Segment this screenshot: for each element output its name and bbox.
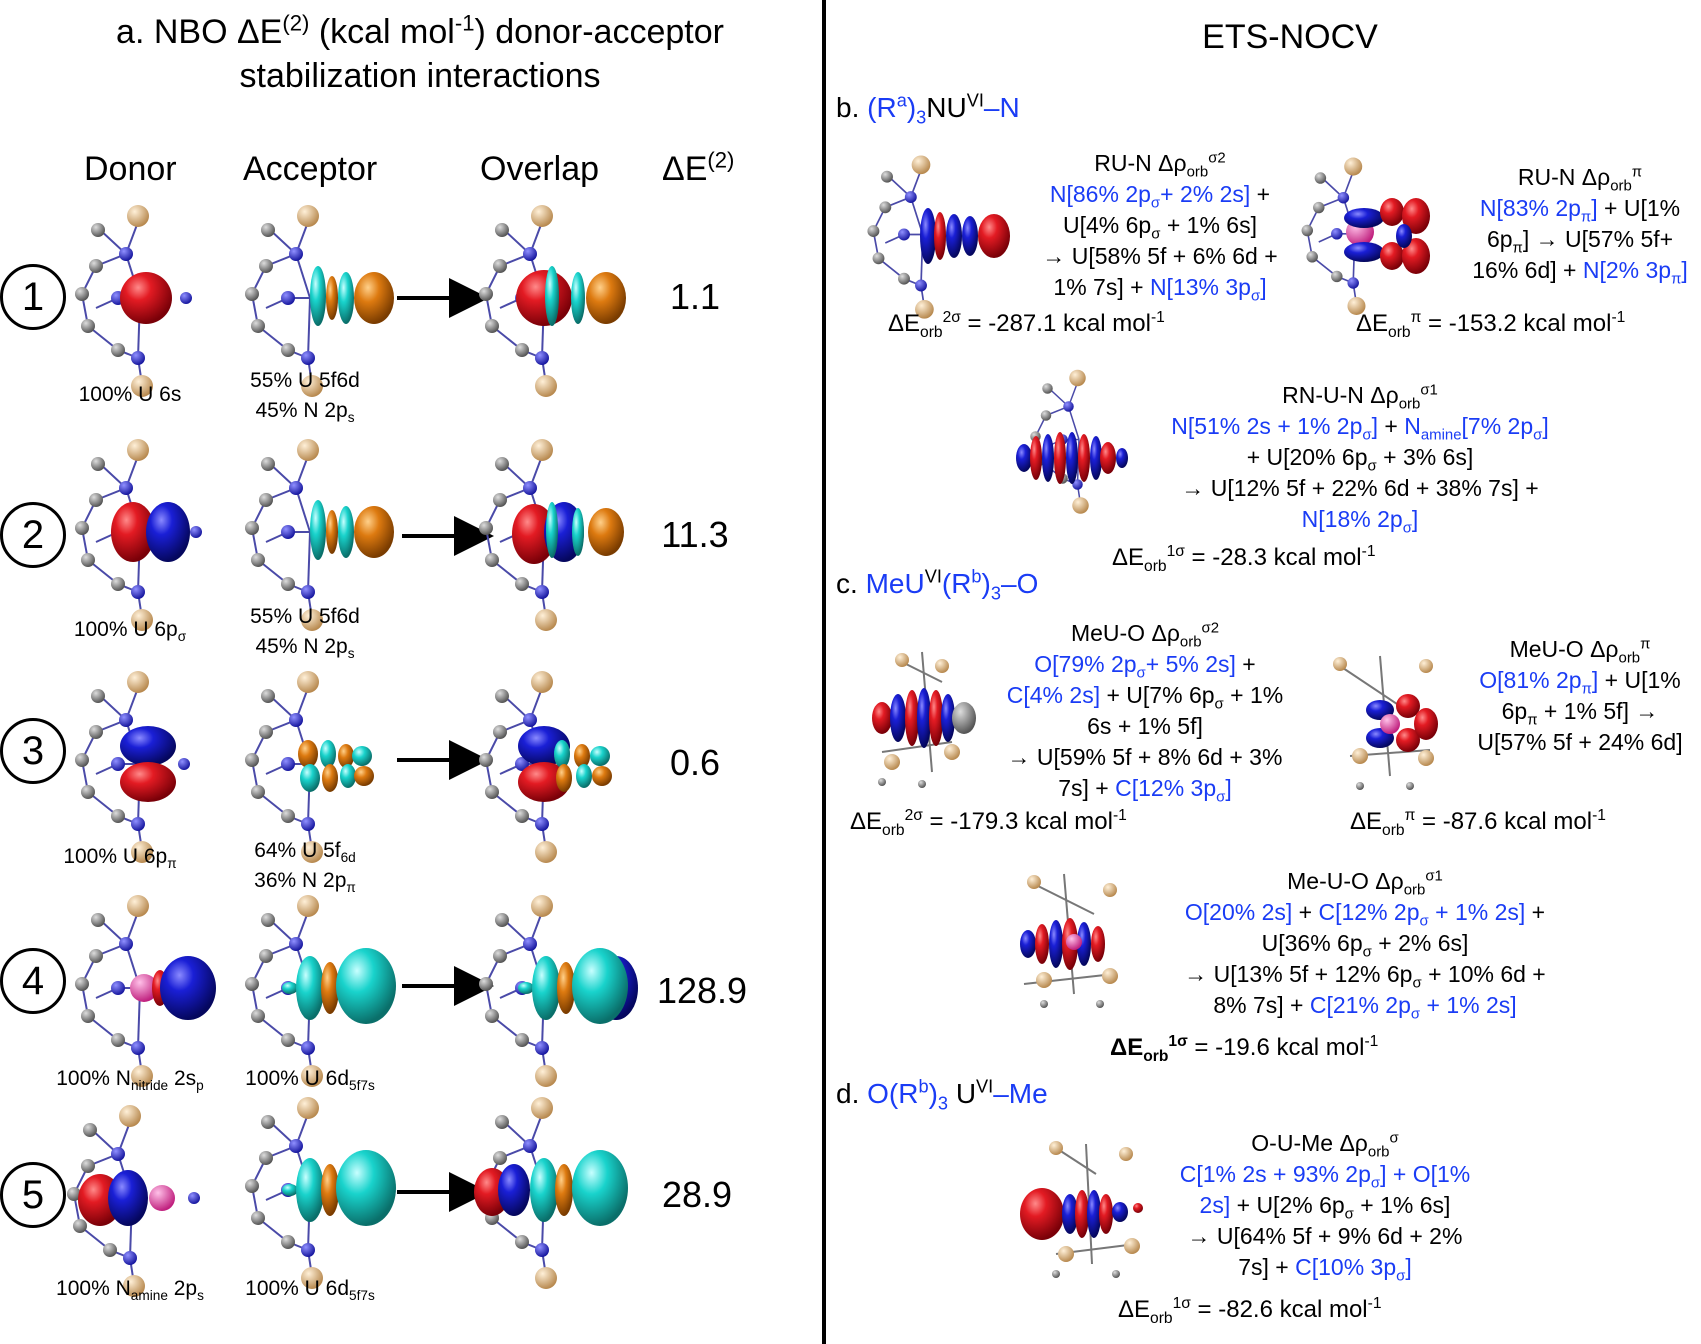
row-number-4: 4 bbox=[0, 948, 66, 1014]
row-number-2: 2 bbox=[0, 502, 66, 568]
section-c-title: c. MeUVI(Rb)3–O bbox=[836, 566, 1039, 604]
donor-orbital-4 bbox=[74, 894, 216, 1088]
donor-label-4: 100% Nnitride 2sp bbox=[56, 1067, 204, 1094]
column-header-overlap: Overlap bbox=[480, 150, 600, 188]
nocv-orbital-d1 bbox=[1020, 1141, 1143, 1278]
acceptor-orbital-4 bbox=[244, 894, 396, 1088]
nocv-description-c2: MeU-O Δρorbπ O[81% 2pπ] + U[1% 6pπ + 1% … bbox=[1477, 635, 1683, 755]
nocv-energy-d1: ΔEorb1σ = -82.6 kcal mol-1 bbox=[1118, 1295, 1382, 1327]
delta-e-value-3: 0.6 bbox=[669, 742, 721, 783]
nocv-energy-b1: ΔEorb2σ = -287.1 kcal mol-1 bbox=[888, 309, 1165, 341]
nocv-description-c3: Me-U-O Δρorbσ1 O[20% 2s] + C[12% 2pσ + 1… bbox=[1184, 867, 1546, 1023]
overlap-orbital-3 bbox=[478, 670, 612, 864]
donor-orbital-3 bbox=[74, 670, 190, 864]
donor-label-2: 100% U 6pσ bbox=[73, 618, 187, 645]
nocv-energy-c3: ΔEorb1σ = -19.6 kcal mol-1 bbox=[1110, 1033, 1379, 1065]
column-header-acceptor: Acceptor bbox=[243, 150, 378, 188]
overlap-orbital-5 bbox=[474, 1096, 628, 1290]
overlap-orbital-2 bbox=[478, 438, 624, 632]
acceptor-orbital-1 bbox=[244, 204, 394, 398]
nocv-orbital-c2 bbox=[1333, 655, 1438, 790]
donor-orbital-1 bbox=[74, 204, 192, 398]
nocv-orbital-b2 bbox=[1300, 156, 1430, 316]
nocv-description-c1: MeU-O Δρorbσ2 O[79% 2pσ+ 5% 2s] + C[4% 2… bbox=[1006, 619, 1284, 806]
donor-orbital-5 bbox=[66, 1104, 200, 1298]
delta-e-value-2: 11.3 bbox=[661, 514, 729, 555]
arrow-1 bbox=[397, 278, 489, 318]
acceptor-orbital-5 bbox=[244, 1096, 396, 1290]
arrow-2 bbox=[402, 516, 494, 556]
nocv-energy-c1: ΔEorb2σ = -179.3 kcal mol-1 bbox=[850, 807, 1127, 839]
arrow-3 bbox=[397, 740, 489, 780]
nocv-orbital-b1 bbox=[866, 154, 1010, 320]
acceptor-orbital-3 bbox=[244, 670, 374, 864]
panel-a-title: a. NBO ΔE(2) (kcal mol-1) donor-acceptor… bbox=[116, 10, 724, 95]
nocv-description-b2: RU-N Δρorbπ N[83% 2pπ] + U[1% 6pπ] → U[5… bbox=[1472, 163, 1688, 288]
row-number-3: 3 bbox=[0, 718, 66, 784]
nocv-energy-b2: ΔEorbπ = -153.2 kcal mol-1 bbox=[1356, 309, 1626, 341]
nocv-description-b1: RU-N Δρorbσ2 N[86% 2pσ+ 2% 2s] + U[4% 6p… bbox=[1042, 149, 1278, 305]
arrow-4 bbox=[402, 966, 494, 1006]
nocv-energy-b3: ΔEorb1σ = -28.3 kcal mol-1 bbox=[1112, 543, 1376, 575]
overlap-orbital-4 bbox=[478, 894, 638, 1088]
acceptor-label-4: 100% U 6d5f7s bbox=[245, 1067, 375, 1094]
panel-divider bbox=[822, 0, 826, 1344]
nocv-description-b3: RN-U-N Δρorbσ1 N[51% 2s + 1% 2pσ] + Nami… bbox=[1171, 381, 1549, 537]
row-number-5: 5 bbox=[0, 1162, 66, 1228]
delta-e-value-4: 128.9 bbox=[656, 970, 748, 1011]
delta-e-value-1: 1.1 bbox=[669, 276, 721, 317]
acceptor-orbital-2 bbox=[244, 438, 394, 632]
nocv-energy-c2: ΔEorbπ = -87.6 kcal mol-1 bbox=[1350, 807, 1606, 839]
panel-ets-nocv-title: ETS-NOCV bbox=[1202, 18, 1378, 56]
nocv-description-d1: O-U-Me Δρorbσ C[1% 2s + 93% 2pσ] + O[1% … bbox=[1179, 1129, 1471, 1285]
donor-label-1: 100% U 6s bbox=[78, 383, 182, 406]
section-b-title: b. (Ra)3NUVI–N bbox=[836, 90, 1020, 128]
nocv-orbital-b3 bbox=[1016, 369, 1128, 515]
delta-e-value-5: 28.9 bbox=[661, 1174, 733, 1215]
section-d-title: d. O(Rb)3 UVI–Me bbox=[836, 1076, 1048, 1114]
nocv-orbital-c1 bbox=[872, 651, 976, 788]
donor-label-3: 100% U 6pπ bbox=[63, 845, 177, 872]
column-header-donor: Donor bbox=[84, 150, 177, 188]
acceptor-label-5: 100% U 6d5f7s bbox=[245, 1277, 375, 1304]
column-header-delta-e: ΔE(2) bbox=[662, 147, 735, 188]
donor-label-5: 100% Namine 2ps bbox=[56, 1277, 204, 1304]
arrow-5 bbox=[397, 1172, 489, 1212]
overlap-orbital-1 bbox=[478, 204, 626, 398]
row-number-1: 1 bbox=[0, 264, 66, 330]
nocv-orbital-c3 bbox=[1020, 873, 1118, 1008]
donor-orbital-2 bbox=[74, 438, 202, 632]
